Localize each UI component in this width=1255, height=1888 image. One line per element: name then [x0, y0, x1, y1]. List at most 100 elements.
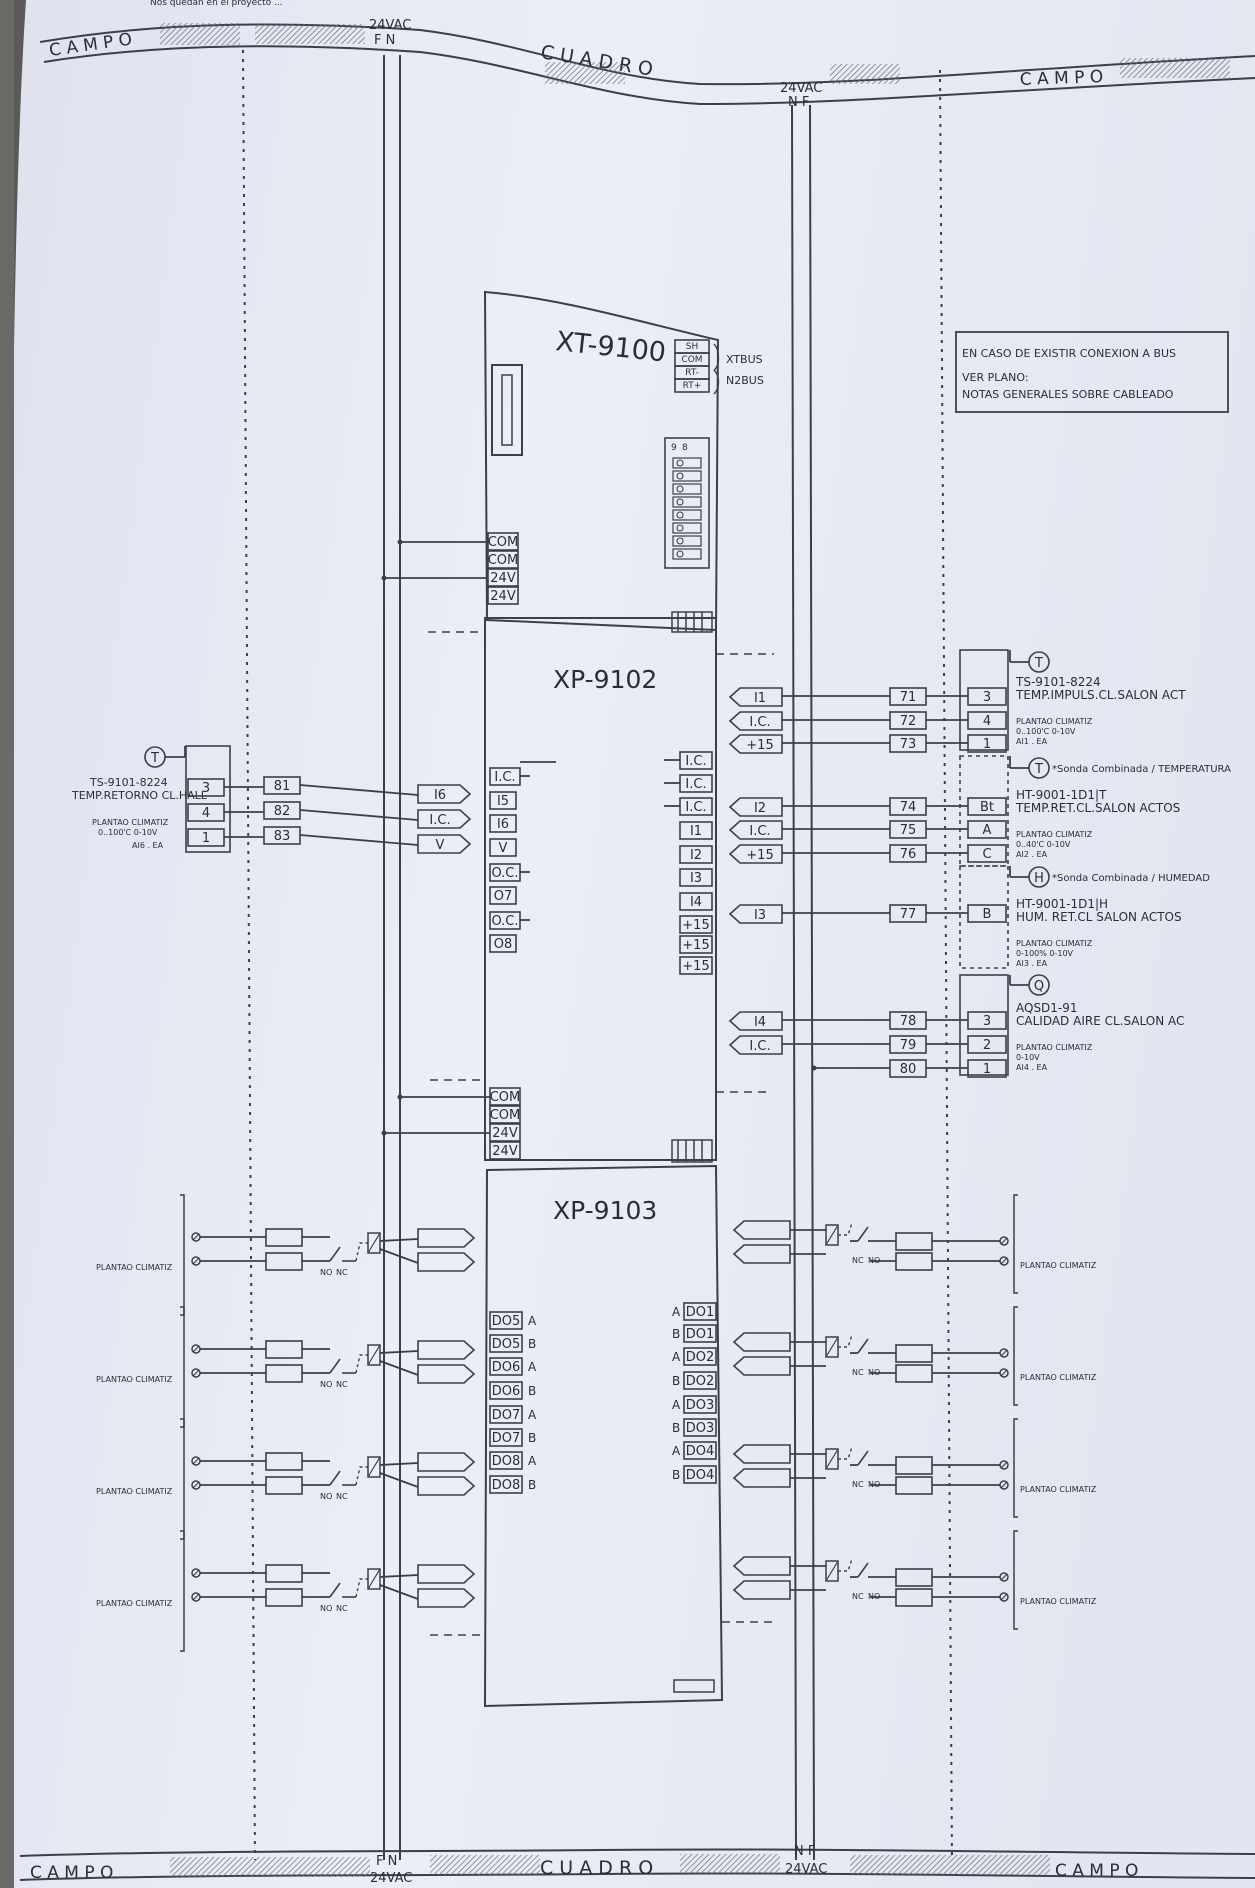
- xp9102-left-term-0-box[interactable]: [489, 767, 521, 786]
- right-relay-3-screw-b[interactable]: [999, 1592, 1009, 1602]
- right-relay-0-screw-a[interactable]: [999, 1236, 1009, 1246]
- dip-switch-5[interactable]: [672, 509, 702, 521]
- right-sensor-0-term-1-box[interactable]: [967, 711, 1007, 730]
- xp9102-left-term-3-box[interactable]: [489, 838, 517, 857]
- dip-switch-7[interactable]: [672, 535, 702, 547]
- xp9103-left-term-2-box[interactable]: [489, 1357, 523, 1376]
- right-relay-3-wire-1-box[interactable]: [895, 1588, 933, 1607]
- xt9100-bus-term-3-box[interactable]: [674, 378, 710, 393]
- right-sensor-0-wire-0-box[interactable]: [889, 687, 927, 706]
- right-sensor-3-wire-2-box[interactable]: [889, 1059, 927, 1078]
- right-sensor-1-wire-2-box[interactable]: [889, 844, 927, 863]
- xp9103-left-term-7-box[interactable]: [489, 1475, 523, 1494]
- xp9103-left-term-5-box[interactable]: [489, 1428, 523, 1447]
- right-relay-1-screw-a[interactable]: [999, 1348, 1009, 1358]
- right-sensor-2-wire-0-box[interactable]: [889, 904, 927, 923]
- xt9100-power-term-1-box[interactable]: [487, 550, 519, 569]
- right-relay-1-screw-b[interactable]: [999, 1368, 1009, 1378]
- left-sensor-wire-2-box[interactable]: [263, 826, 301, 845]
- xp9102-left-term-6-box[interactable]: [489, 911, 521, 930]
- dip-switch-6[interactable]: [672, 522, 702, 534]
- xp9102-left-term-7-box[interactable]: [489, 934, 517, 953]
- xp9102-left-term-2-box[interactable]: [489, 814, 517, 833]
- xp9102-power-term-3-box[interactable]: [489, 1141, 521, 1160]
- right-relay-0-wire-1-box[interactable]: [895, 1252, 933, 1271]
- left-relay-2-screw-b[interactable]: [191, 1480, 201, 1490]
- dip-switch-1[interactable]: [672, 457, 702, 469]
- right-relay-2-wire-1-box[interactable]: [895, 1476, 933, 1495]
- left-relay-1-wire-1-box[interactable]: [265, 1364, 303, 1383]
- xp9103-right-term-5-box[interactable]: [683, 1418, 717, 1437]
- xp9102-right-term-1-box[interactable]: [679, 774, 713, 793]
- xp9103-right-term-7-box[interactable]: [683, 1465, 717, 1484]
- left-relay-3-wire-0-box[interactable]: [265, 1564, 303, 1583]
- left-sensor-term-2-box[interactable]: [187, 828, 225, 847]
- right-sensor-0-term-2-box[interactable]: [967, 734, 1007, 753]
- xp9102-right-term-0-box[interactable]: [679, 751, 713, 770]
- left-relay-3-wire-1-box[interactable]: [265, 1588, 303, 1607]
- left-relay-0-wire-1-box[interactable]: [265, 1252, 303, 1271]
- xp9102-right-term-6-box[interactable]: [679, 892, 713, 911]
- xp9103-right-term-3-box[interactable]: [683, 1371, 717, 1390]
- xp9102-right-term-2-box[interactable]: [679, 797, 713, 816]
- left-relay-1-screw-b[interactable]: [191, 1368, 201, 1378]
- xt9100-dip-switch[interactable]: [664, 437, 710, 569]
- right-relay-2-screw-a[interactable]: [999, 1460, 1009, 1470]
- xp9102-power-term-2-box[interactable]: [489, 1123, 521, 1142]
- right-relay-2-screw-b[interactable]: [999, 1480, 1009, 1490]
- left-sensor-term-0-box[interactable]: [187, 778, 225, 797]
- right-sensor-1-term-0-box[interactable]: [967, 797, 1007, 816]
- xp9103-right-term-2-box[interactable]: [683, 1347, 717, 1366]
- left-relay-1-screw-a[interactable]: [191, 1344, 201, 1354]
- left-sensor-wire-1-box[interactable]: [263, 801, 301, 820]
- xp9102-right-term-4-box[interactable]: [679, 845, 713, 864]
- xp9103-left-term-4-box[interactable]: [489, 1405, 523, 1424]
- xp9102-right-term-5-box[interactable]: [679, 868, 713, 887]
- right-sensor-0-term-0-box[interactable]: [967, 687, 1007, 706]
- xp9102-power-term-0-box[interactable]: [489, 1087, 521, 1106]
- dip-switch-3[interactable]: [672, 483, 702, 495]
- right-relay-3-wire-0-box[interactable]: [895, 1568, 933, 1587]
- left-relay-3-screw-a[interactable]: [191, 1568, 201, 1578]
- right-relay-0-screw-b[interactable]: [999, 1256, 1009, 1266]
- right-sensor-1-term-1-box[interactable]: [967, 820, 1007, 839]
- right-sensor-0-wire-1-box[interactable]: [889, 711, 927, 730]
- xt9100-power-term-0-box[interactable]: [487, 532, 519, 551]
- xp9102-right-term-3-box[interactable]: [679, 821, 713, 840]
- right-relay-3-screw-a[interactable]: [999, 1572, 1009, 1582]
- right-sensor-3-wire-1-box[interactable]: [889, 1035, 927, 1054]
- right-sensor-3-term-1-box[interactable]: [967, 1035, 1007, 1054]
- xp9102-power-term-1-box[interactable]: [489, 1105, 521, 1124]
- xp9102-left-term-5-box[interactable]: [489, 886, 517, 905]
- left-relay-2-screw-a[interactable]: [191, 1456, 201, 1466]
- xp9103-right-term-0-box[interactable]: [683, 1302, 717, 1321]
- left-relay-2-wire-1-box[interactable]: [265, 1476, 303, 1495]
- xp9102-right-term-9-box[interactable]: [679, 956, 713, 975]
- xp9103-right-term-6-box[interactable]: [683, 1441, 717, 1460]
- left-sensor-term-1-box[interactable]: [187, 803, 225, 822]
- right-sensor-1-wire-0-box[interactable]: [889, 797, 927, 816]
- right-sensor-0-wire-2-box[interactable]: [889, 734, 927, 753]
- right-relay-2-wire-0-box[interactable]: [895, 1456, 933, 1475]
- right-sensor-3-term-0-box[interactable]: [967, 1011, 1007, 1030]
- xt9100-power-term-2-box[interactable]: [487, 568, 519, 587]
- left-relay-3-screw-b[interactable]: [191, 1592, 201, 1602]
- right-sensor-3-term-2-box[interactable]: [967, 1059, 1007, 1078]
- left-relay-1-wire-0-box[interactable]: [265, 1340, 303, 1359]
- xp9103-left-term-6-box[interactable]: [489, 1451, 523, 1470]
- right-relay-1-wire-0-box[interactable]: [895, 1344, 933, 1363]
- xp9103-right-term-4-box[interactable]: [683, 1395, 717, 1414]
- right-sensor-2-term-0-box[interactable]: [967, 904, 1007, 923]
- left-relay-0-wire-0-box[interactable]: [265, 1228, 303, 1247]
- right-relay-1-wire-1-box[interactable]: [895, 1364, 933, 1383]
- xp9103-left-term-0-box[interactable]: [489, 1311, 523, 1330]
- xp9103-right-term-1-box[interactable]: [683, 1324, 717, 1343]
- dip-switch-4[interactable]: [672, 496, 702, 508]
- xp9102-right-term-7-box[interactable]: [679, 915, 713, 934]
- xp9102-left-term-1-box[interactable]: [489, 791, 517, 810]
- right-relay-0-wire-0-box[interactable]: [895, 1232, 933, 1251]
- dip-switch-8[interactable]: [672, 548, 702, 560]
- left-relay-0-screw-a[interactable]: [191, 1232, 201, 1242]
- xp9103-left-term-1-box[interactable]: [489, 1334, 523, 1353]
- right-sensor-1-wire-1-box[interactable]: [889, 820, 927, 839]
